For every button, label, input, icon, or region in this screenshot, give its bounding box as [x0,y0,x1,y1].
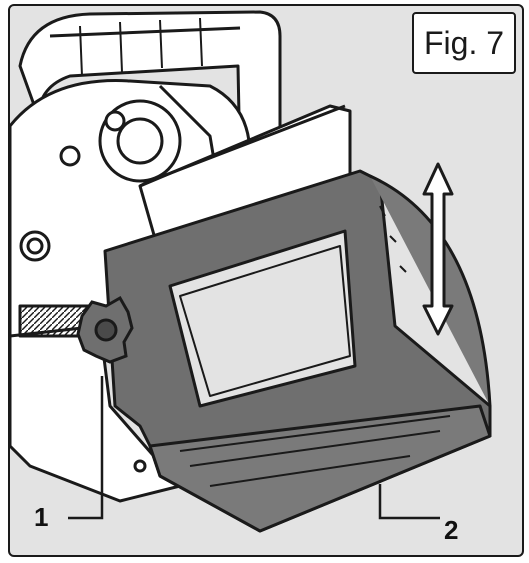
figure-label: Fig. 7 [412,12,516,74]
motor-housing [10,79,262,338]
double-headed-vertical-arrow-icon [422,162,454,336]
figure-frame: Fig. 7 1 2 [8,4,524,557]
top-handle [18,10,282,168]
callout-1: 1 [32,502,51,532]
biscuit-joiner-illustration [10,10,492,533]
callout-2-leader [378,484,440,520]
angle-fence [103,169,492,533]
star-knob-icon [76,295,134,364]
callout-2: 2 [442,515,461,545]
callout-1-leader [68,376,104,520]
